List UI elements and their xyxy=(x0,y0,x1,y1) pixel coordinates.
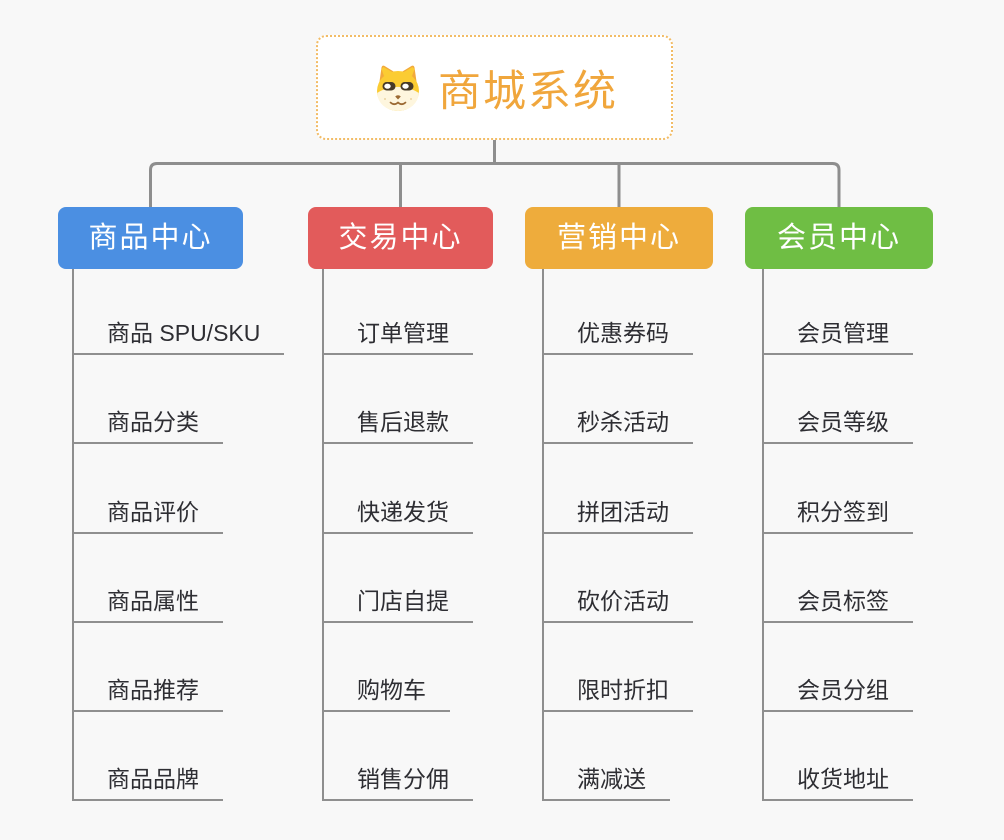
dog-face-icon xyxy=(371,63,425,113)
branch-node-marketing-center[interactable]: 营销中心 xyxy=(525,207,713,269)
root-title: 商城系统 xyxy=(438,67,618,116)
leaf-topic[interactable]: 商品 SPU/SKU xyxy=(73,319,285,355)
branch-node-trade-center[interactable]: 交易中心 xyxy=(308,207,493,269)
leaf-topic[interactable]: 售后退款 xyxy=(323,408,473,444)
leaf-topic[interactable]: 商品评价 xyxy=(73,498,223,534)
leaf-topic[interactable]: 订单管理 xyxy=(323,319,473,355)
branch-node-member-center[interactable]: 会员中心 xyxy=(745,207,933,269)
branch-spine xyxy=(762,269,764,801)
leaf-topic[interactable]: 销售分佣 xyxy=(323,765,473,801)
leaf-topic[interactable]: 会员分组 xyxy=(763,676,913,712)
leaf-topic[interactable]: 拼团活动 xyxy=(543,498,693,534)
leaf-topic[interactable]: 秒杀活动 xyxy=(543,408,693,444)
leaf-topic[interactable]: 积分签到 xyxy=(763,498,913,534)
leaf-topic[interactable]: 商品品牌 xyxy=(73,765,223,801)
leaf-topic[interactable]: 商品推荐 xyxy=(73,676,223,712)
leaf-topic[interactable]: 门店自提 xyxy=(323,587,473,623)
branch-spine xyxy=(542,269,544,801)
leaf-topic[interactable]: 会员等级 xyxy=(763,408,913,444)
leaf-topic[interactable]: 商品属性 xyxy=(73,587,223,623)
leaf-topic[interactable]: 快递发货 xyxy=(323,498,473,534)
leaf-topic[interactable]: 限时折扣 xyxy=(543,676,693,712)
leaf-topic[interactable]: 收货地址 xyxy=(763,765,913,801)
leaf-topic[interactable]: 会员管理 xyxy=(763,319,913,355)
branch-node-product-center[interactable]: 商品中心 xyxy=(58,207,243,269)
leaf-topic[interactable]: 购物车 xyxy=(323,676,450,712)
leaf-topic[interactable]: 满减送 xyxy=(543,765,670,801)
leaf-topic[interactable]: 会员标签 xyxy=(763,587,913,623)
branch-spine xyxy=(72,269,74,801)
leaf-topic[interactable]: 优惠券码 xyxy=(543,319,693,355)
branch-bus-line xyxy=(149,162,841,212)
branch-spine xyxy=(322,269,324,801)
leaf-topic[interactable]: 砍价活动 xyxy=(543,587,693,623)
leaf-topic[interactable]: 商品分类 xyxy=(73,408,223,444)
root-node[interactable]: 商城系统 xyxy=(316,35,673,140)
